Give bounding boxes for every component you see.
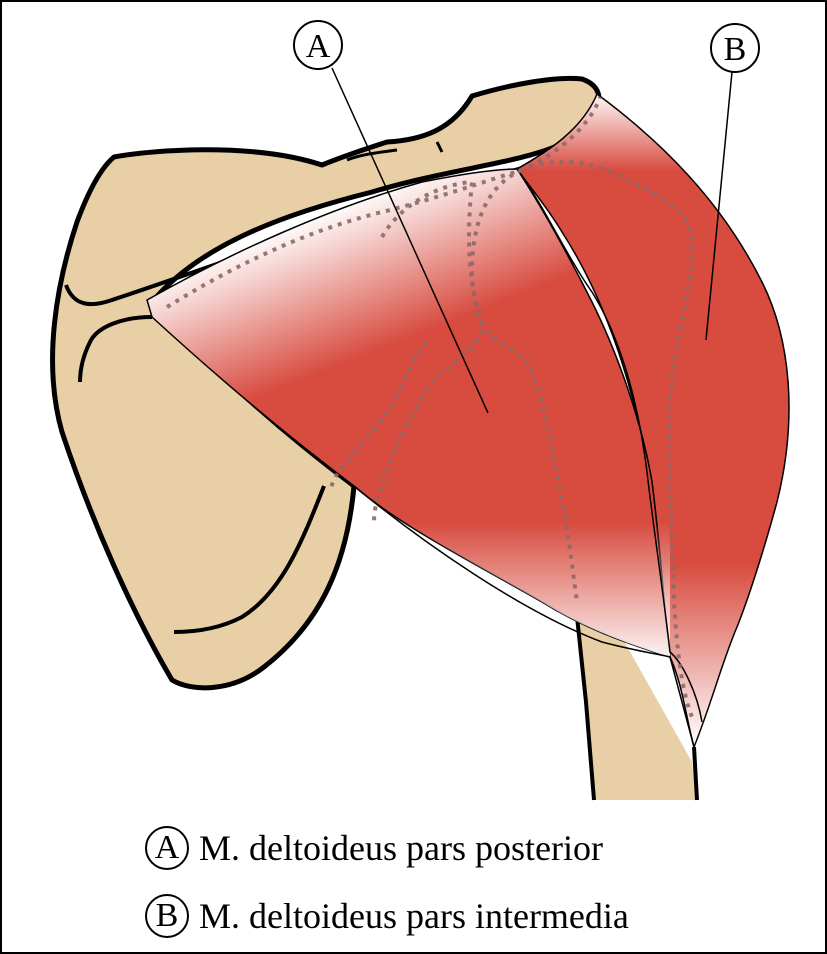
humerus-right-edge bbox=[692, 746, 699, 801]
callout-b-leader bbox=[705, 71, 733, 341]
legend-badge-b: B bbox=[145, 894, 189, 938]
pars-posterior-bottom-fade bbox=[354, 472, 670, 657]
muscle-lower-edge bbox=[353, 485, 695, 748]
lateral-border-line bbox=[173, 485, 326, 634]
glenoid-curve bbox=[78, 315, 153, 383]
humerus-left-edge bbox=[574, 606, 596, 801]
callout-a-leader bbox=[331, 67, 489, 414]
legend-item-b: B M. deltoideus pars intermedia bbox=[145, 888, 785, 944]
scapular-notch bbox=[346, 141, 444, 162]
pars-intermedia-muscle bbox=[515, 92, 790, 750]
legend-text-a: M. deltoideus pars posterior bbox=[199, 828, 603, 868]
callout-a-letter: A bbox=[306, 28, 331, 65]
legend-item-a: A M. deltoideus pars posterior bbox=[145, 820, 785, 876]
callout-b-letter: B bbox=[724, 31, 747, 68]
legend-badge-a: A bbox=[145, 826, 189, 870]
humerus-shaft bbox=[575, 602, 697, 800]
muscle-division-line bbox=[516, 168, 703, 723]
callout-a: A bbox=[293, 20, 343, 70]
legend-text-b: M. deltoideus pars intermedia bbox=[199, 896, 629, 936]
callout-b: B bbox=[710, 23, 760, 73]
legend: A M. deltoideus pars posterior B M. delt… bbox=[145, 820, 785, 952]
